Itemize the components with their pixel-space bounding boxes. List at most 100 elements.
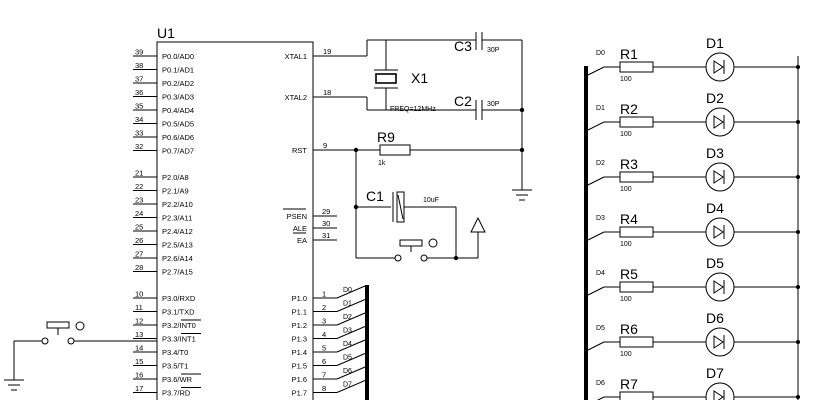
led-diode-triangle (713, 115, 724, 129)
pin-number: 30 (322, 219, 330, 228)
pin-number: 32 (135, 142, 143, 151)
pin-number: 8 (322, 384, 326, 393)
pin-label: P1.1 (292, 308, 307, 317)
bus-entry (336, 339, 366, 353)
net-label: D1 (596, 105, 605, 112)
pin-number: 17 (135, 384, 143, 393)
reset-button-contact (394, 254, 402, 262)
pin-number: 38 (135, 61, 143, 70)
pin-number: 16 (135, 371, 143, 380)
pin-label: P0.1/AD1 (162, 66, 194, 75)
junction-dot (796, 230, 800, 234)
pin-number: 13 (135, 330, 143, 339)
resistor-ref: R6 (620, 321, 638, 337)
resistor-ref: R1 (620, 46, 638, 62)
pin-number: 9 (323, 141, 327, 150)
int0-switch-contact (41, 337, 49, 345)
resistor-body (619, 391, 654, 400)
c1-hatch (397, 194, 404, 220)
pin-label: P0.5/AD5 (162, 120, 194, 129)
pin-number: 3 (322, 317, 326, 326)
c1-ref: C1 (366, 188, 384, 204)
pin-label: P2.1/A9 (162, 187, 189, 196)
pin-label: P3.1/TXD (162, 308, 195, 317)
pin-number: 29 (322, 207, 330, 216)
crystal-freq: FREQ=12MHz (390, 106, 436, 113)
bus-entry (587, 176, 605, 186)
junction-dot (519, 107, 525, 113)
pin-number: 35 (135, 102, 143, 111)
pin-number: 6 (322, 357, 326, 366)
bus-entry (587, 286, 605, 296)
net-label: D2 (343, 314, 352, 321)
pin-label: P1.4 (292, 348, 307, 357)
junction-dot (796, 340, 800, 344)
led-ref: D4 (706, 200, 724, 216)
pin-label: P1.0 (292, 294, 307, 303)
mcu-name: U1 (157, 25, 175, 41)
led-ref: D5 (706, 255, 724, 271)
bus-entry (336, 312, 366, 326)
pin-label: P3.3/INT1 (162, 335, 196, 344)
crystal-ref: X1 (411, 70, 428, 86)
bus-entry (336, 380, 366, 393)
bus-entry (336, 366, 366, 380)
pin-label: P0.4/AD4 (162, 106, 194, 115)
led-diode-triangle (713, 225, 724, 239)
crystal-symbol (375, 73, 397, 84)
pin-number: 34 (135, 115, 143, 124)
junction-dot (796, 120, 800, 124)
bus-entry (596, 396, 605, 400)
led-diode-triangle (713, 280, 724, 294)
pin-number: 4 (322, 330, 326, 339)
net-label: D1 (343, 301, 352, 308)
net-label: D6 (596, 380, 605, 387)
pin-number: 5 (322, 344, 326, 353)
pin-number: 31 (322, 231, 330, 240)
pin-label: P2.2/A10 (162, 200, 193, 209)
net-label: D0 (596, 50, 605, 57)
led-diode-triangle (713, 335, 724, 349)
junction-dot (796, 285, 800, 289)
pin-label: P1.2 (292, 321, 307, 330)
pin-label: P1.5 (292, 362, 307, 371)
c1-value: 10uF (423, 197, 439, 204)
led-diode-triangle (713, 170, 724, 184)
pin-number: 37 (135, 75, 143, 84)
bus-entry (336, 353, 366, 366)
pin-number: 10 (135, 290, 143, 299)
pin-label: PSEN (287, 212, 307, 221)
bus-entry (587, 341, 605, 351)
resistor-ref: R7 (620, 376, 638, 392)
resistor-value: 100 (620, 131, 632, 138)
pin-number: 12 (135, 317, 143, 326)
reset-circuit: R9 1k C1 10uF (313, 129, 522, 262)
pin-label: RST (292, 146, 307, 155)
r9-ref: R9 (377, 129, 395, 145)
r9-body (379, 144, 411, 156)
pin-number: 19 (323, 47, 331, 56)
resistor-body (619, 226, 654, 238)
pin-label: P3.6/WR (162, 375, 193, 384)
bus-entry (587, 121, 605, 131)
net-label: D7 (343, 382, 352, 389)
led-diode-triangle (713, 60, 724, 74)
resistor-value: 100 (620, 241, 632, 248)
bus-entry (587, 66, 605, 76)
pin-number: 14 (135, 344, 143, 353)
resistor-value: 100 (620, 76, 632, 83)
pin-label: P0.3/AD3 (162, 93, 194, 102)
c3-value: 30P (487, 47, 500, 54)
pin-label: P2.7/A15 (162, 268, 193, 277)
pin-number: 15 (135, 357, 143, 366)
pin-number: 11 (135, 303, 143, 312)
led-ref: D7 (706, 365, 724, 381)
led-ref: D6 (706, 310, 724, 326)
